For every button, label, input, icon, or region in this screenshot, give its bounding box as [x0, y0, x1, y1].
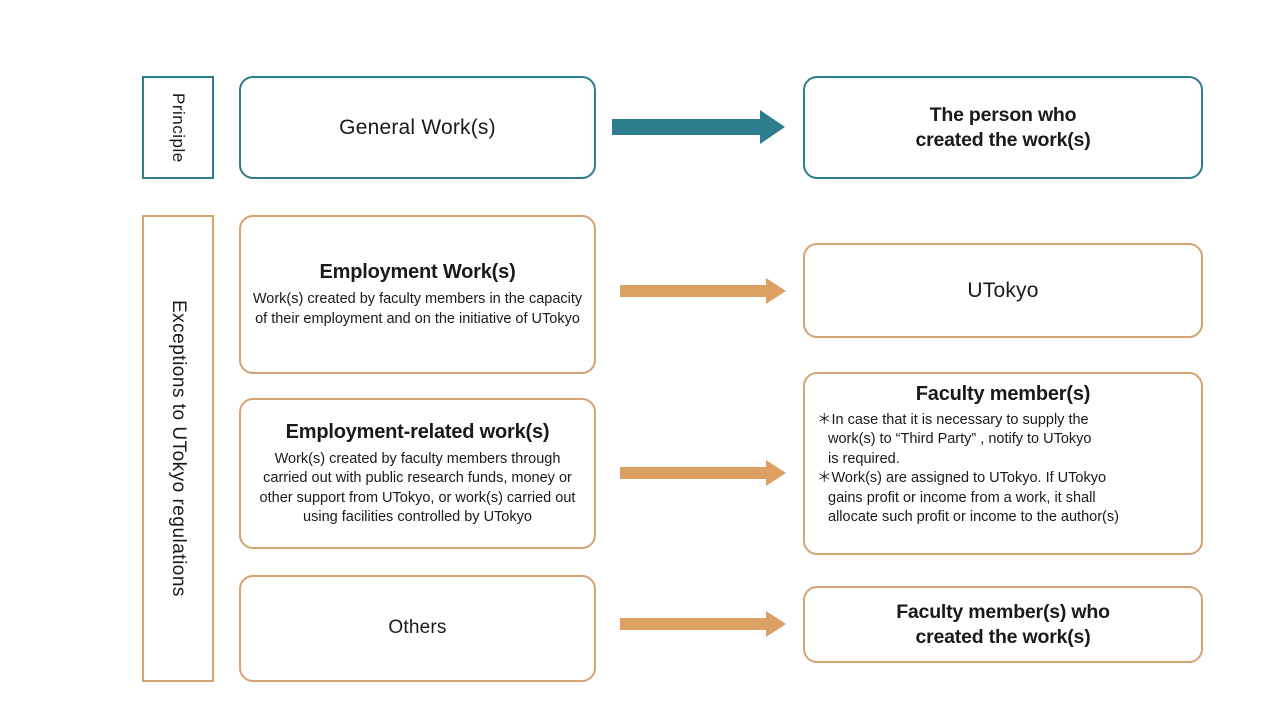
- faculty-note-2-line-3: allocate such profit or income to the au…: [828, 509, 1119, 526]
- faculty-note-1-line-3: is required.: [828, 450, 900, 467]
- box-faculty-members-who-created: Faculty member(s) who created the work(s…: [803, 586, 1203, 663]
- box-person-who-created-line2: created the work(s): [915, 128, 1091, 151]
- faculty-note-2-line-1: ＊Work(s) are assigned to UTokyo. If UTok…: [817, 470, 1107, 487]
- arrow-emprelated-to-faculty: [620, 460, 786, 486]
- box-faculty-members-heading: Faculty member(s): [915, 383, 1091, 405]
- box-person-who-created-line1: The person who: [929, 104, 1077, 127]
- box-faculty-members-notes: Faculty member(s) ＊In case that it is ne…: [803, 372, 1203, 555]
- box-faculty-members-who-created-line2: created the work(s): [915, 625, 1091, 648]
- box-utokyo: UTokyo: [803, 243, 1203, 338]
- category-label-principle: Principle: [142, 76, 214, 179]
- box-utokyo-heading: UTokyo: [967, 278, 1039, 302]
- arrow-others-to-facultywho: [620, 611, 786, 637]
- box-employment-related-works: Employment-related work(s) Work(s) creat…: [239, 398, 596, 549]
- category-label-principle-text: Principle: [169, 92, 188, 163]
- box-employment-works: Employment Work(s) Work(s) created by fa…: [239, 215, 596, 374]
- box-employment-works-body: Work(s) created by faculty members in th…: [252, 291, 583, 327]
- faculty-note-2-line-2: gains profit or income from a work, it s…: [828, 489, 1096, 506]
- box-others: Others: [239, 575, 596, 682]
- category-label-exceptions-text: Exceptions to UTokyo regulations: [168, 300, 189, 597]
- arrow-general-to-person: [612, 110, 785, 144]
- box-others-heading: Others: [388, 617, 447, 639]
- faculty-note-1-line-1: ＊In case that it is necessary to supply …: [817, 412, 1089, 428]
- box-person-who-created: The person who created the work(s): [803, 76, 1203, 179]
- box-general-works-heading: General Work(s): [339, 115, 496, 139]
- box-faculty-members-notes-body: ＊In case that it is necessary to supply …: [815, 411, 1191, 528]
- box-employment-related-works-body: Work(s) created by faculty members throu…: [259, 451, 576, 525]
- box-general-works: General Work(s): [239, 76, 596, 179]
- box-employment-works-heading: Employment Work(s): [319, 261, 516, 284]
- category-label-exceptions: Exceptions to UTokyo regulations: [142, 215, 214, 682]
- faculty-note-1-line-2: work(s) to “Third Party” , notify to UTo…: [828, 431, 1092, 448]
- box-faculty-members-who-created-line1: Faculty member(s) who: [896, 601, 1110, 624]
- arrow-employment-to-utokyo: [620, 278, 786, 304]
- box-employment-related-works-heading: Employment-related work(s): [285, 421, 550, 444]
